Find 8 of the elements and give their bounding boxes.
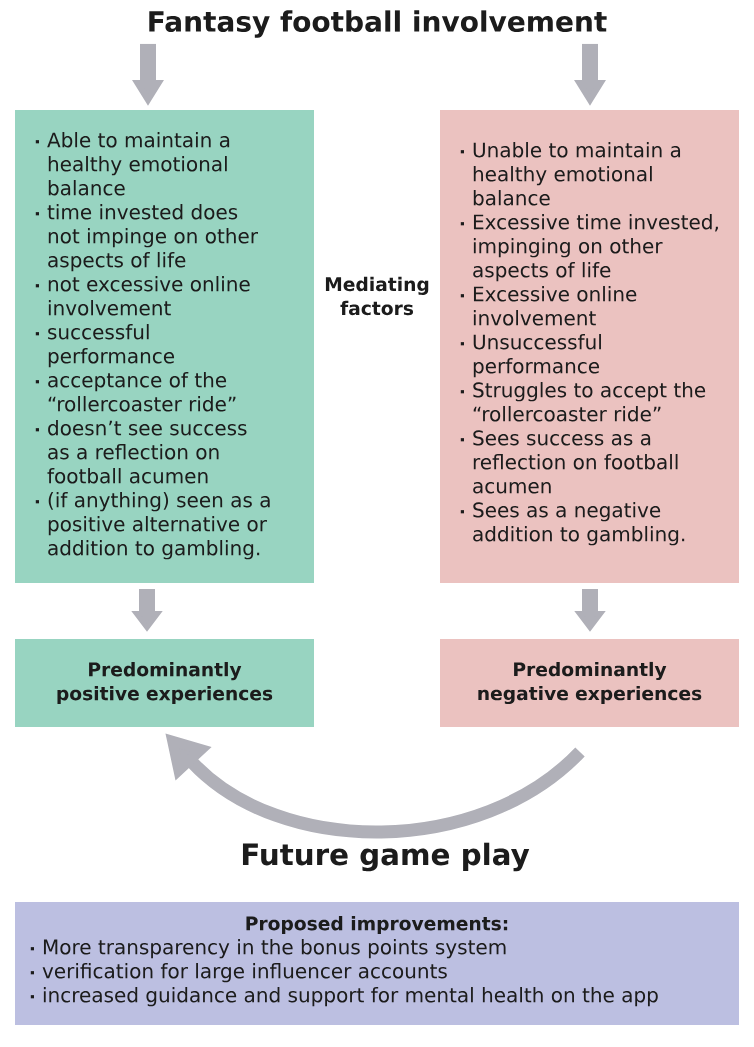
list-box: Unable to maintain a healthy emotional balance Excessive time invested, impinging on other aspects of life Excessive online involvement Unsuccessful performance Struggles to accept the “rollercoaster ride” Sees success as a reflection on football acumen Sees as a negative addition to gambling.: [440, 110, 739, 583]
list-box: Able to maintain a healthy emotional balance time invested does not impinge on other aspects of life not excessive online involvement successful performance acceptance of the “rollercoaster ride” doesn’t see success as a reflection on football acumen (if anything) seen as a positive alternative or addition to gambling.: [15, 110, 314, 583]
heading: Fantasy football involvement: [149, 10, 607, 38]
edge-label: Future game play: [238, 841, 532, 873]
outcome-box: Predominantly negative experiences: [440, 639, 739, 727]
side-label: Mediating factors: [325, 276, 429, 316]
note-box: Proposed improvements: More transparency in the bonus points system verification for large influencer accounts increased guidance and support for mental health on the app: [15, 902, 739, 1025]
outcome-box: Predominantly positive experiences: [15, 639, 314, 727]
